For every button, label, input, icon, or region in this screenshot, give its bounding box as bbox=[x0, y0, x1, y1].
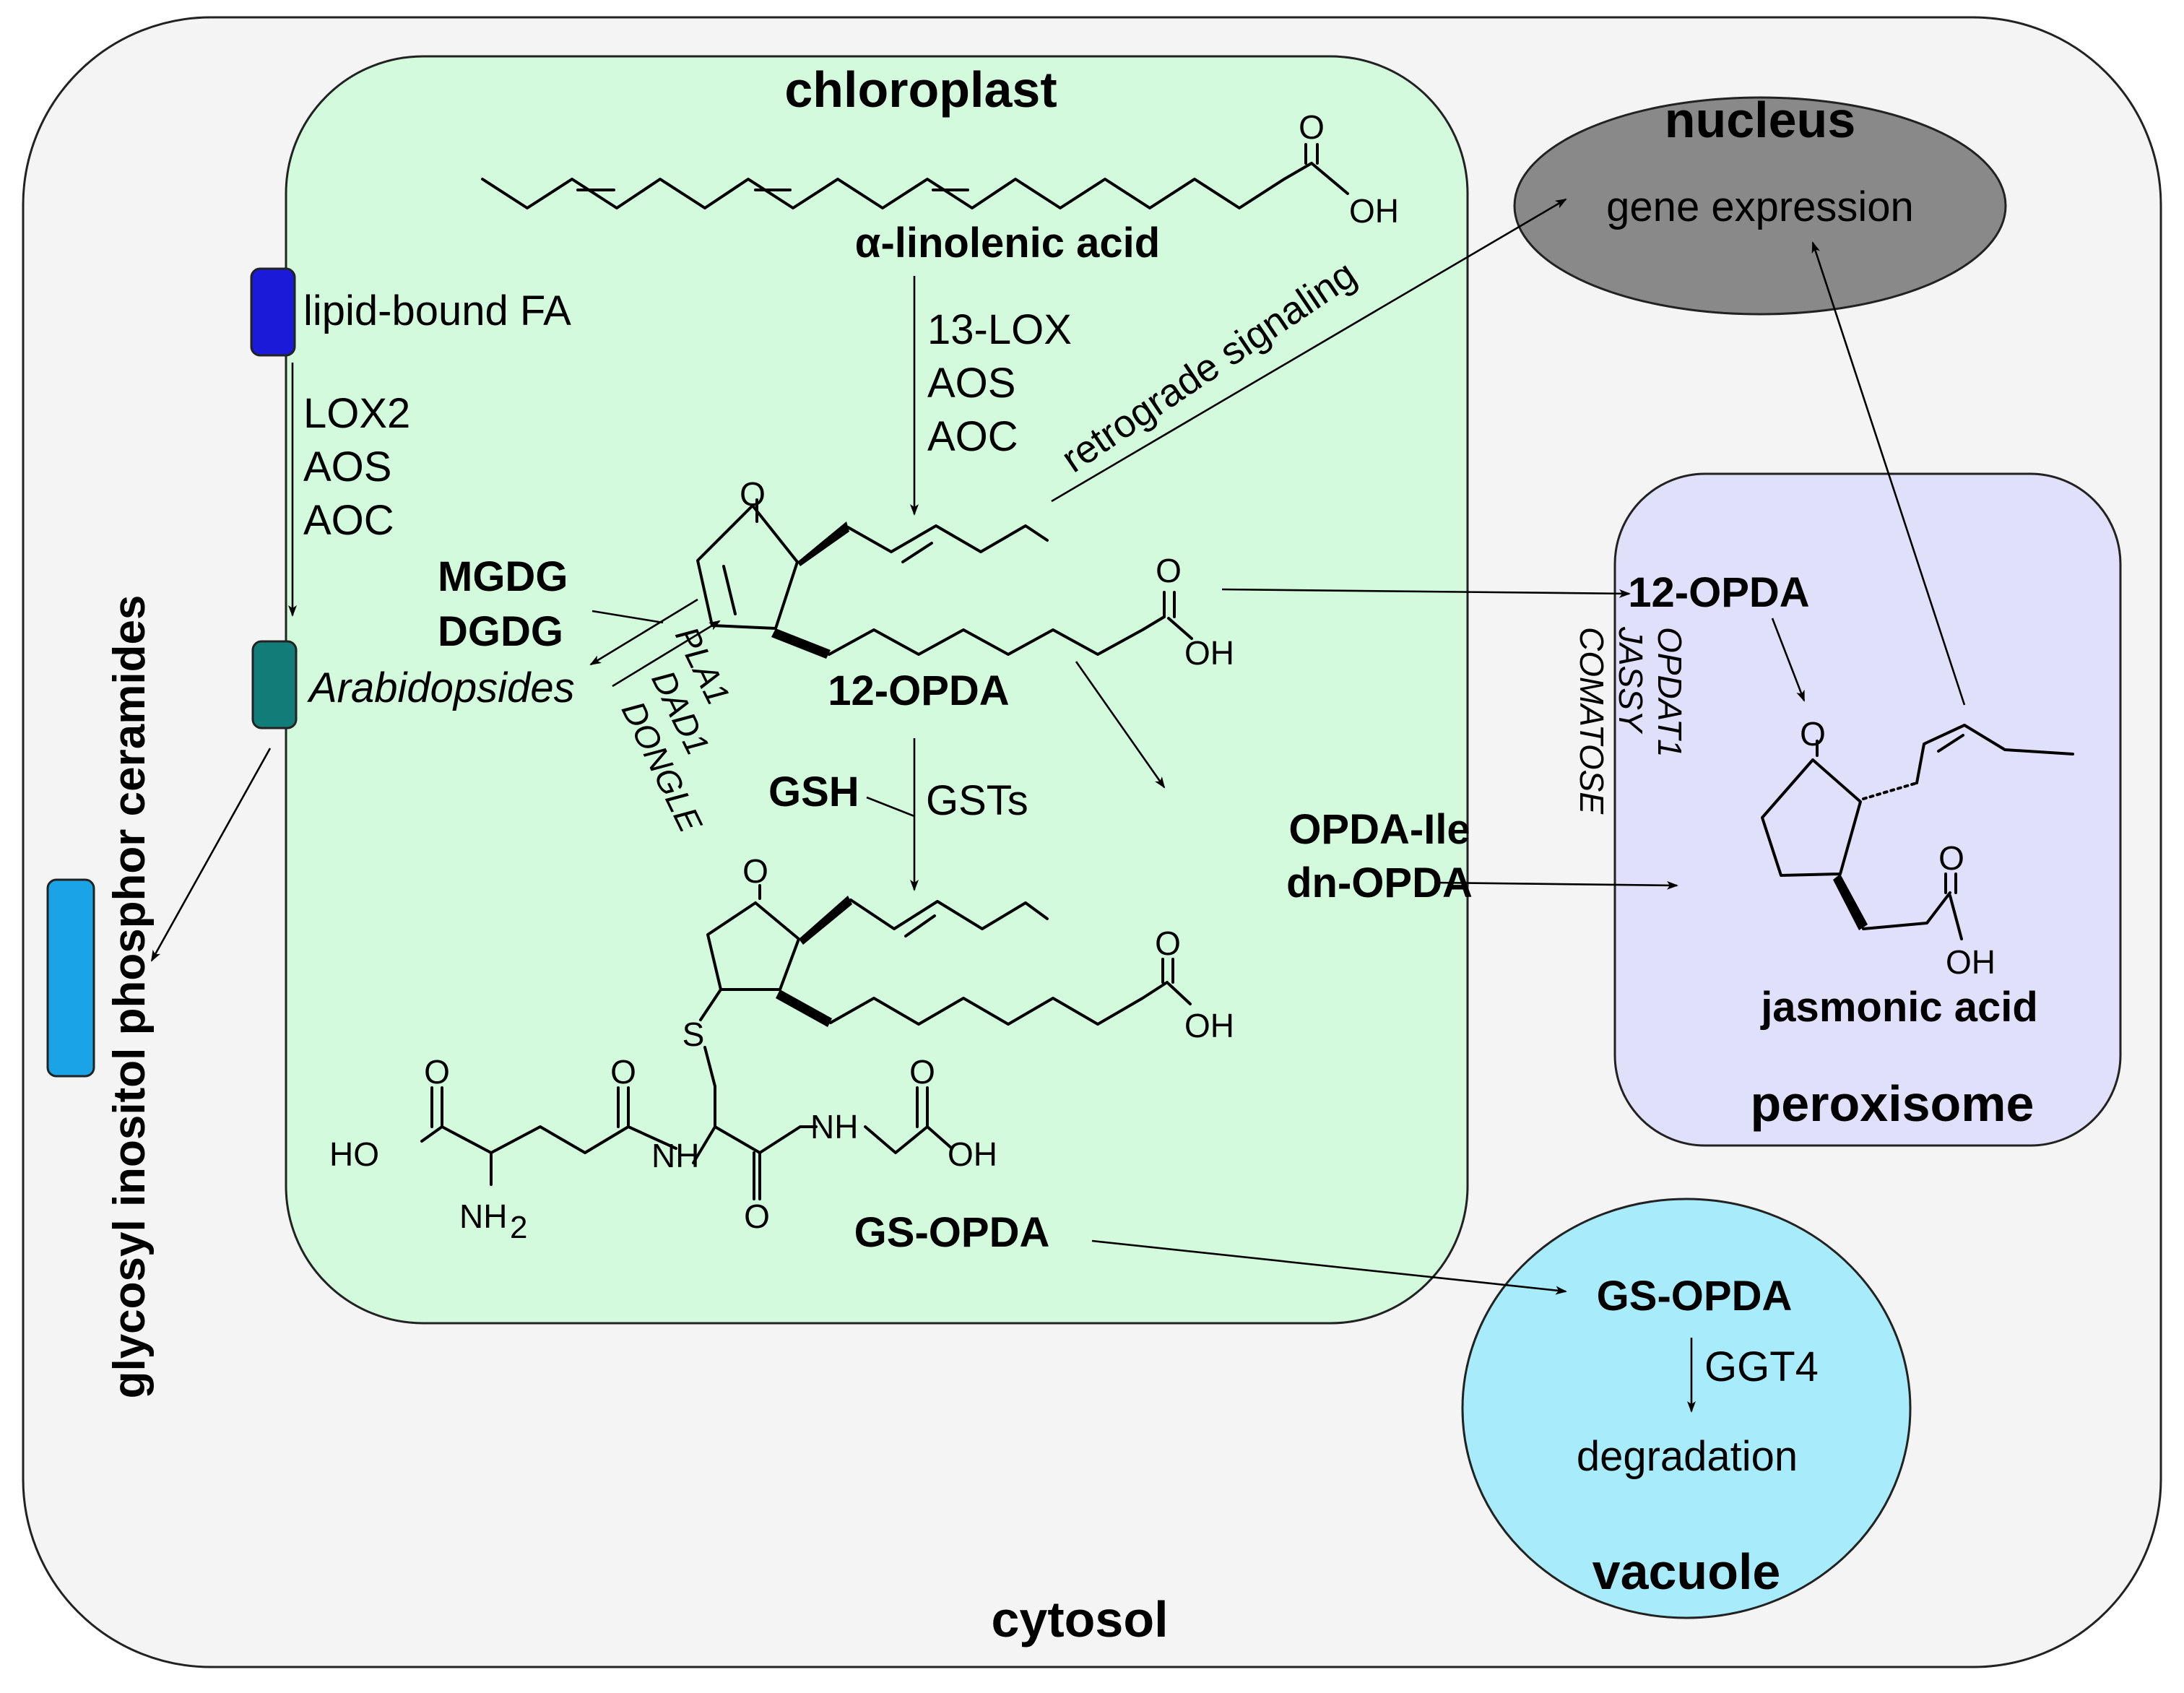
atom-o: O bbox=[1938, 839, 1964, 877]
enzyme-aos-left: AOS bbox=[303, 443, 392, 490]
dgdg-label: DGDG bbox=[438, 608, 563, 655]
linolenic-acid-label: α-linolenic acid bbox=[855, 220, 1160, 267]
peroxisome-opda-label: 12-OPDA bbox=[1628, 569, 1809, 616]
glycosyl-ceramides-label: glycosyl inositol phosphor ceramides bbox=[105, 595, 155, 1399]
enzyme-13-lox: 13-LOX bbox=[927, 306, 1072, 353]
mgdg-label: MGDG bbox=[438, 553, 568, 600]
atom-nh2: NH bbox=[459, 1198, 507, 1235]
atom-o: O bbox=[1299, 108, 1325, 146]
degradation-label: degradation bbox=[1577, 1433, 1798, 1480]
atom-o: O bbox=[1155, 925, 1181, 962]
enzyme-aoc-left: AOC bbox=[303, 497, 394, 544]
jasmonic-acid-structure: O O OH bbox=[1761, 715, 2074, 981]
atom-nh: NH bbox=[810, 1108, 858, 1146]
atom-oh: OH bbox=[1946, 943, 1996, 981]
opda-structure: O O OH bbox=[696, 475, 1234, 672]
vacuole-gs-opda-label: GS-OPDA bbox=[1597, 1273, 1793, 1320]
enzyme-opdat1: OPDAT1 bbox=[1651, 627, 1689, 758]
atom-s: S bbox=[682, 1016, 705, 1053]
peroxisome-title: peroxisome bbox=[1751, 1075, 2034, 1132]
peroxisome-enzymes: OPDAT1 JASSY COMATOSE bbox=[1573, 626, 1689, 815]
enzyme-aos-center: AOS bbox=[927, 360, 1016, 407]
vacuole-title: vacuole bbox=[1592, 1543, 1781, 1600]
gene-expression-label: gene expression bbox=[1606, 183, 1914, 230]
atom-o: O bbox=[1156, 552, 1182, 589]
atom-o: O bbox=[1800, 715, 1826, 753]
atom-o: O bbox=[742, 852, 768, 890]
gsh-label: GSH bbox=[768, 768, 859, 815]
gs-opda-label: GS-OPDA bbox=[854, 1209, 1050, 1256]
atom-o: O bbox=[740, 475, 766, 513]
ggt4-label: GGT4 bbox=[1704, 1343, 1819, 1390]
atom-oh: OH bbox=[948, 1135, 997, 1173]
arabidopsides-label: Arabidopsides bbox=[307, 664, 575, 711]
opda-label: 12-OPDA bbox=[828, 667, 1009, 714]
enzyme-lox2: LOX2 bbox=[303, 390, 410, 437]
atom-nh: NH bbox=[651, 1137, 699, 1174]
nucleus-title: nucleus bbox=[1665, 92, 1856, 148]
chloroplast-title: chloroplast bbox=[784, 61, 1057, 118]
atom-oh: OH bbox=[1184, 1007, 1234, 1044]
linolenic-acid-structure: O OH bbox=[481, 108, 1399, 230]
gsts-label: GSTs bbox=[926, 777, 1028, 824]
atom-o: O bbox=[909, 1053, 935, 1091]
lipid-bound-fa-label: lipid-bound FA bbox=[303, 287, 571, 334]
ceramide-box bbox=[46, 878, 95, 1078]
atom-o: O bbox=[424, 1053, 450, 1091]
vacuole-compartment bbox=[1461, 1198, 1912, 1619]
atom-o: O bbox=[744, 1198, 770, 1235]
atom-o: O bbox=[610, 1053, 636, 1091]
atom-ho: HO bbox=[329, 1135, 379, 1173]
jasmonic-acid-label: jasmonic acid bbox=[1760, 984, 2038, 1031]
atom-oh: OH bbox=[1349, 192, 1399, 230]
atom-subscript-2: 2 bbox=[510, 1210, 527, 1245]
enzyme-jassy: JASSY bbox=[1612, 626, 1650, 735]
gs-opda-structure: O O OH S O NH O OH NH O O HO NH 2 bbox=[329, 852, 1234, 1245]
atom-oh: OH bbox=[1184, 634, 1234, 672]
arabidopsides-box bbox=[251, 640, 298, 729]
opda-ile-label: OPDA-Ile bbox=[1288, 806, 1470, 853]
peroxisome-compartment bbox=[1613, 472, 2122, 1147]
cytosol-title: cytosol bbox=[991, 1591, 1168, 1647]
enzyme-comatose: COMATOSE bbox=[1573, 627, 1611, 815]
enzyme-aoc-center: AOC bbox=[927, 413, 1018, 460]
nucleus-compartment bbox=[1513, 96, 2007, 316]
lipid-bound-fa-box bbox=[250, 267, 296, 357]
